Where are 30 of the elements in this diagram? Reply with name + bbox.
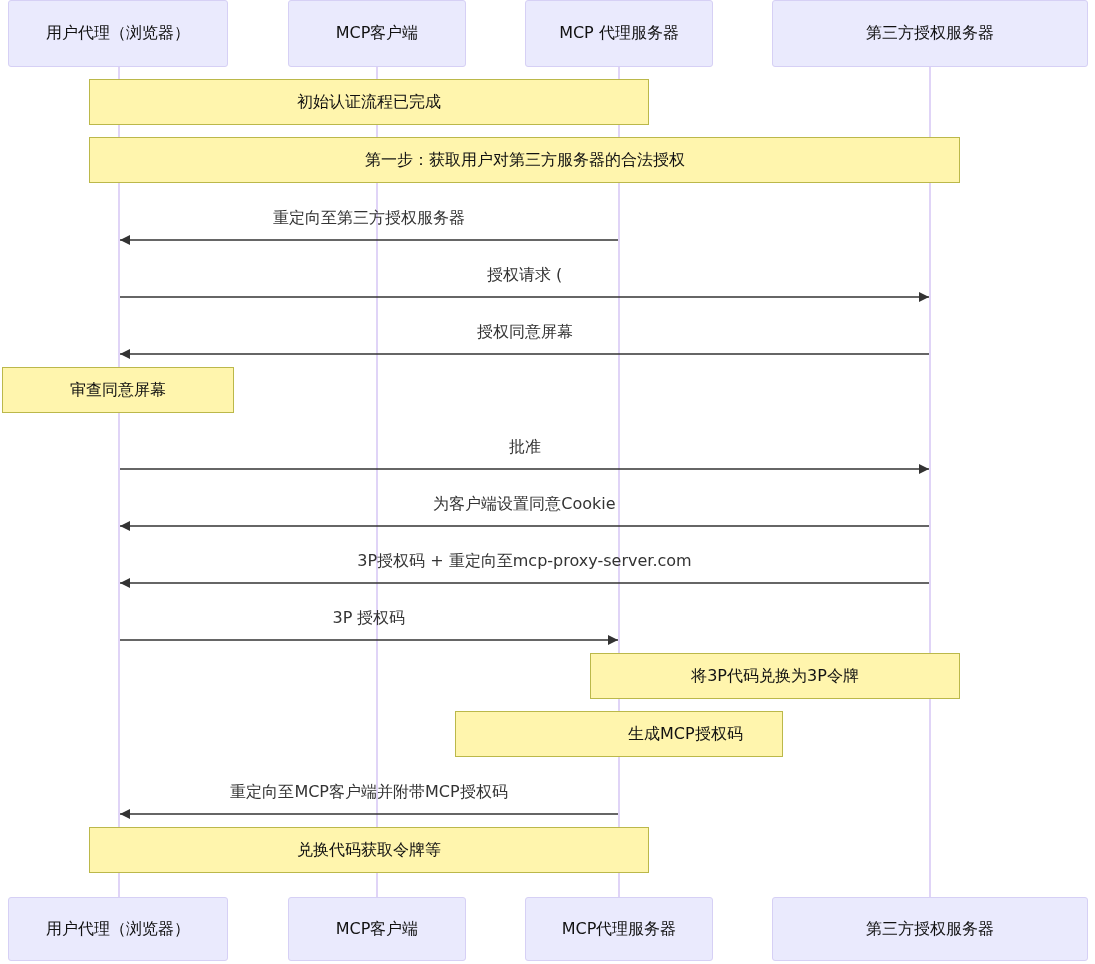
participant-box: MCP客户端 [288, 897, 466, 961]
participant-box: MCP代理服务器 [525, 897, 713, 961]
edge-label: 重定向至第三方授权服务器 [273, 208, 465, 229]
message-arrow [119, 464, 930, 474]
message-arrow [119, 349, 930, 359]
edge-label: 重定向至MCP客户端并附带MCP授权码 [230, 782, 508, 803]
participant-box: MCP 代理服务器 [525, 0, 713, 67]
note-box: 将3P代码兑换为3P令牌 [590, 653, 960, 699]
edge-label: 授权请求 ( [486, 265, 563, 286]
edge-label: 为客户端设置同意Cookie [433, 494, 616, 515]
message-arrow [119, 809, 619, 819]
note-box: 审查同意屏幕 [2, 367, 234, 413]
message-arrow [119, 292, 930, 302]
edge-label: 授权同意屏幕 [476, 322, 573, 343]
participant-box: 第三方授权服务器 [772, 0, 1088, 67]
edge-label: 3P 授权码 [332, 608, 406, 629]
note-box: 兑换代码获取令牌等 [89, 827, 649, 873]
edge-label: 批准 [508, 437, 541, 458]
message-arrow [119, 521, 930, 531]
message-arrow [119, 235, 619, 245]
participant-box: 第三方授权服务器 [772, 897, 1088, 961]
note-box: 初始认证流程已完成 [89, 79, 649, 125]
participant-box: 用户代理（浏览器） [8, 0, 228, 67]
participant-box: 用户代理（浏览器） [8, 897, 228, 961]
note-box: 第一步：获取用户对第三方服务器的合法授权 [89, 137, 960, 183]
note-box: 生成MCP授权码 [455, 711, 783, 757]
edge-label: 3P授权码 + 重定向至mcp-proxy-server.com [357, 551, 692, 572]
message-arrow [119, 578, 930, 588]
message-arrow [119, 635, 619, 645]
participant-box: MCP客户端 [288, 0, 466, 67]
